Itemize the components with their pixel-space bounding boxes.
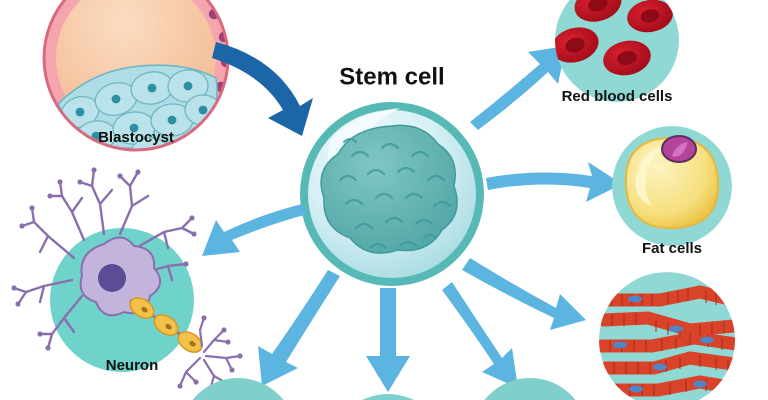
cut-off-cell-center-disc xyxy=(362,394,414,400)
cut-off-cells xyxy=(192,378,576,400)
differentiation-arrows xyxy=(202,46,622,392)
red-blood-cells-group: Red blood cells xyxy=(555,0,679,105)
neuron-group: Neuron xyxy=(11,167,243,393)
inner-cell-mass xyxy=(57,64,222,150)
blastocyst-group: Blastocyst xyxy=(42,0,230,152)
stem-cell-highlight xyxy=(327,108,400,188)
arrow-to-neuron xyxy=(202,204,308,256)
red-blood-cells-label: Red blood cells xyxy=(562,88,673,105)
fat-cell-highlight xyxy=(635,144,668,206)
neuron-myelin-sheath xyxy=(129,297,203,353)
arrow-to-muscle-cells xyxy=(462,258,586,330)
fat-cells-label: Fat cells xyxy=(642,240,702,257)
muscle-fiber-striations xyxy=(609,289,729,396)
cut-off-cell-right-disc xyxy=(484,378,576,400)
cut-off-cell-left-disc xyxy=(192,378,284,400)
muscle-cells-group xyxy=(599,272,735,400)
stem-cell-group: Stem cell xyxy=(300,63,484,286)
arrow-blastocyst-to-stem-cell xyxy=(212,42,313,136)
muscle-cell-nuclei xyxy=(613,295,714,393)
arrow-to-red-blood-cells xyxy=(470,46,566,130)
neuron-dendrites xyxy=(12,168,196,350)
neuron-nucleus xyxy=(98,264,126,292)
arrow-to-cut-off-cell-left xyxy=(258,270,340,386)
arrow-to-fat-cells xyxy=(486,162,622,202)
fat-cell-nucleus-highlight xyxy=(672,142,688,157)
fat-cells-group: Fat cells xyxy=(612,126,732,257)
stem-cell-title: Stem cell xyxy=(339,63,444,90)
arrow-to-cut-off-cell-right xyxy=(442,282,518,388)
neuron-label: Neuron xyxy=(106,357,159,374)
red-blood-cell-items xyxy=(555,0,673,76)
neuron-dendrite-tips xyxy=(11,167,197,351)
blastocyst-label: Blastocyst xyxy=(98,129,174,146)
arrow-to-cut-off-cell-center xyxy=(366,288,410,392)
stem-cell-nucleus-texture xyxy=(338,137,452,250)
